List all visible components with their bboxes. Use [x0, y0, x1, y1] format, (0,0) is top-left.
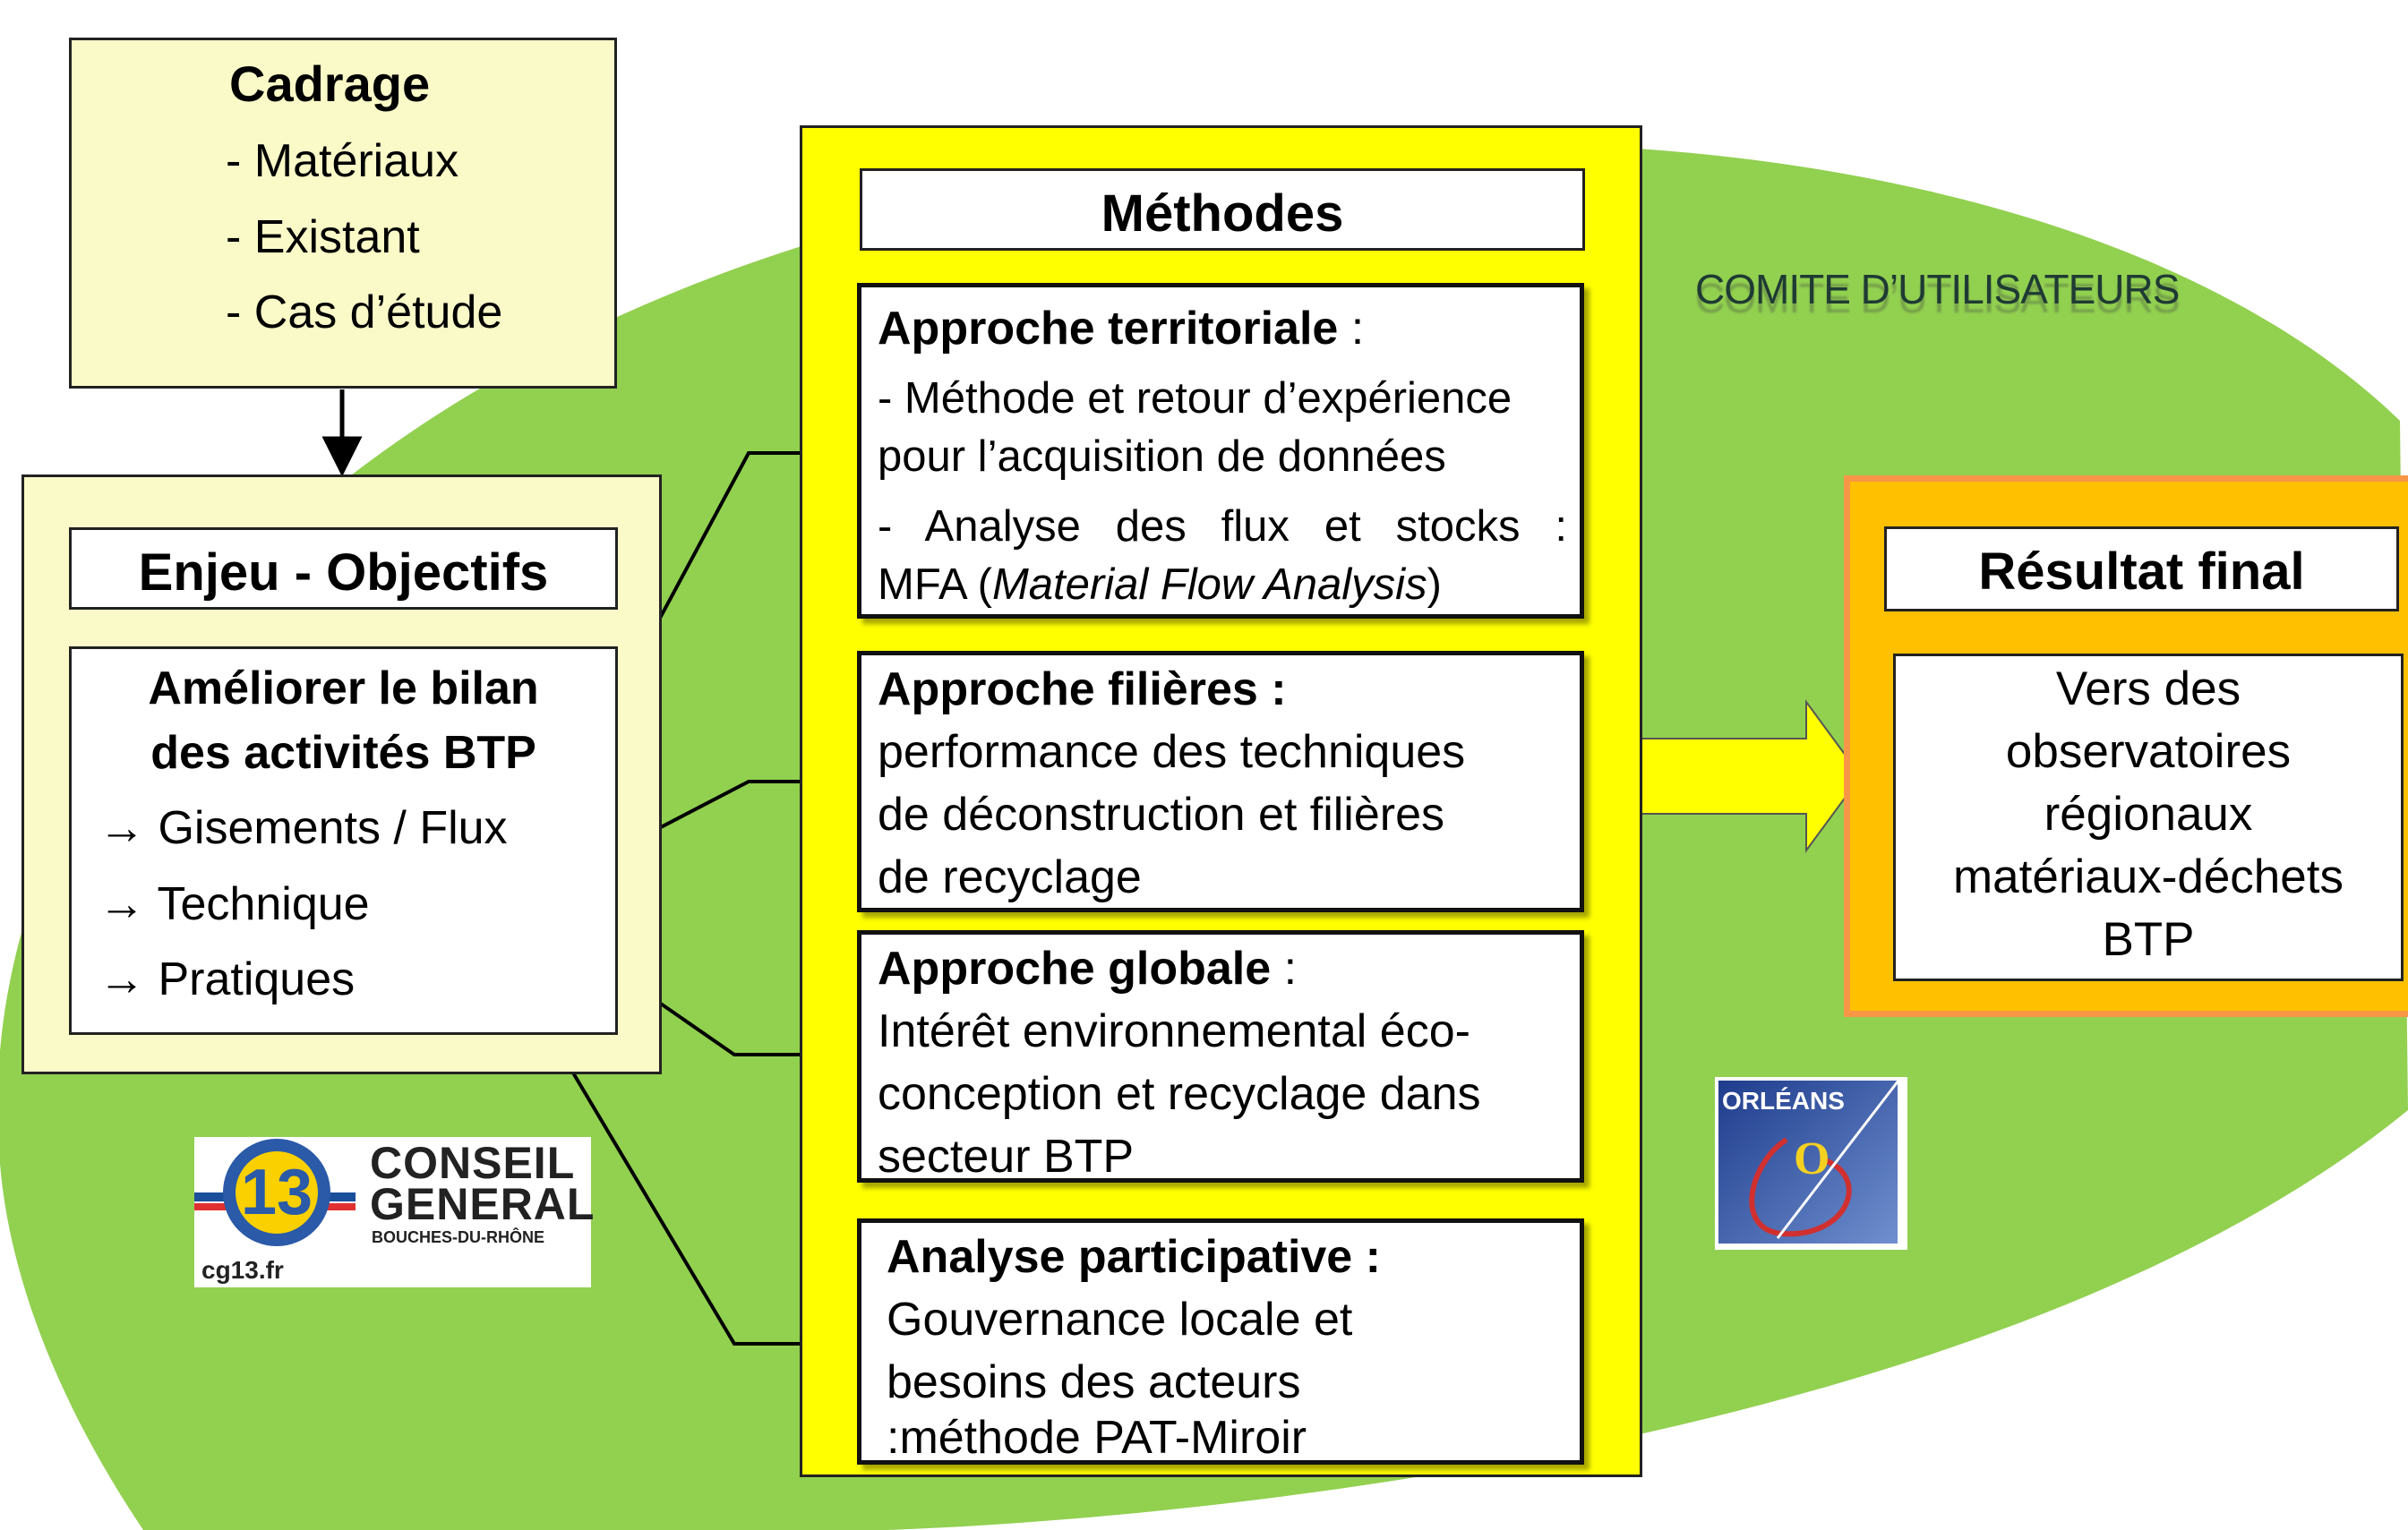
globale-line: secteur BTP [878, 1131, 1135, 1183]
resultat-line: Vers des [2055, 662, 2241, 715]
approche-globale-heading: Approche globale [878, 943, 1272, 995]
resultat-content-box: Vers des observatoires régionaux matéria… [1893, 654, 2404, 981]
cg13-emblem-icon: 13 [194, 1139, 356, 1246]
participative-line: :méthode PAT-Miroir [887, 1412, 1307, 1464]
enjeu-title-box: Enjeu - Objectifs [69, 527, 618, 610]
resultat-title: Résultat final [1978, 543, 2305, 601]
resultat-panel: Résultat final Vers des observatoires ré… [1844, 475, 2408, 1017]
participative-line: besoins des acteurs [887, 1356, 1301, 1408]
svg-text:ORLÉANS: ORLÉANS [1722, 1087, 1845, 1115]
goal-line: Améliorer le bilan [148, 662, 539, 714]
enjeu-item: → Technique [99, 878, 370, 930]
filieres-line: de déconstruction et filières [878, 789, 1445, 841]
cadrage-item: - Existant [226, 211, 420, 263]
globale-line: conception et recyclage dans [878, 1068, 1481, 1120]
approche-filieres-box: Approche filières : performance des tech… [857, 651, 1584, 912]
resultat-line: régionaux [2044, 788, 2253, 841]
cg13-url: cg13.fr [201, 1256, 284, 1284]
resultat-line: matériaux-déchets [1953, 850, 2344, 903]
resultat-line: BTP [2102, 913, 2195, 966]
cg13-logo: 13 CONSEIL GENERAL BOUCHES-DU-RHÔNE cg13… [194, 1137, 594, 1287]
approche-territoriale-heading: Approche territoriale [878, 303, 1339, 355]
cadrage-item: - Matériaux [226, 135, 459, 187]
cg13-department: BOUCHES-DU-RHÔNE [372, 1228, 544, 1246]
analyse-participative-heading: Analyse participative : [887, 1231, 1381, 1283]
cadrage-item: - Cas d’étude [226, 286, 503, 338]
enjeu-item: → Gisements / Flux [99, 802, 508, 854]
globale-line: Intérêt environnemental éco- [878, 1005, 1470, 1057]
methodes-title-box: Méthodes [860, 168, 1585, 251]
approche-globale-box: Approche globale : Intérêt environnement… [857, 930, 1584, 1183]
svg-text:O: O [1794, 1133, 1830, 1184]
analyse-participative-box: Analyse participative : Gouvernance loca… [857, 1218, 1584, 1465]
comite-label: COMITE D’UTILISATEURS [1695, 266, 2180, 312]
orleans-logo: ORLÉANS O [1715, 1077, 1907, 1250]
cadrage-box: Cadrage - Matériaux - Existant - Cas d’é… [69, 38, 617, 389]
methodes-title: Méthodes [1101, 184, 1344, 243]
cadrage-title: Cadrage [229, 56, 431, 112]
territoriale-line: pour l’acquisition de données [878, 432, 1446, 481]
approche-territoriale-box: Approche territoriale : - Méthode et ret… [857, 283, 1584, 619]
resultat-title-box: Résultat final [1884, 526, 2399, 611]
enjeu-panel: Enjeu - Objectifs Améliorer le bilan des… [21, 474, 662, 1074]
arrow-to-resultat [1640, 698, 1863, 854]
enjeu-title: Enjeu - Objectifs [138, 543, 549, 602]
cg13-conseil: CONSEIL [370, 1138, 576, 1188]
enjeu-content-box: Améliorer le bilan des activités BTP → G… [69, 646, 618, 1035]
filieres-line: de recyclage [878, 851, 1142, 903]
cg13-general: GENERAL [370, 1179, 596, 1229]
territoriale-line: - Analyse des flux et stocks : [878, 502, 1567, 551]
goal-line: des activités BTP [150, 727, 536, 779]
territoriale-line: MFA (Material Flow Analysis) [878, 560, 1442, 609]
territoriale-line: - Méthode et retour d’expérience [878, 374, 1512, 423]
approche-filieres-heading: Approche filières : [878, 663, 1287, 715]
resultat-line: observatoires [2005, 725, 2292, 778]
svg-text:13: 13 [241, 1157, 313, 1228]
participative-line: Gouvernance locale et [887, 1294, 1353, 1346]
orleans-emblem-icon: ORLÉANS O [1718, 1080, 1900, 1244]
filieres-line: performance des techniques [878, 726, 1466, 778]
enjeu-item: → Pratiques [99, 953, 356, 1005]
